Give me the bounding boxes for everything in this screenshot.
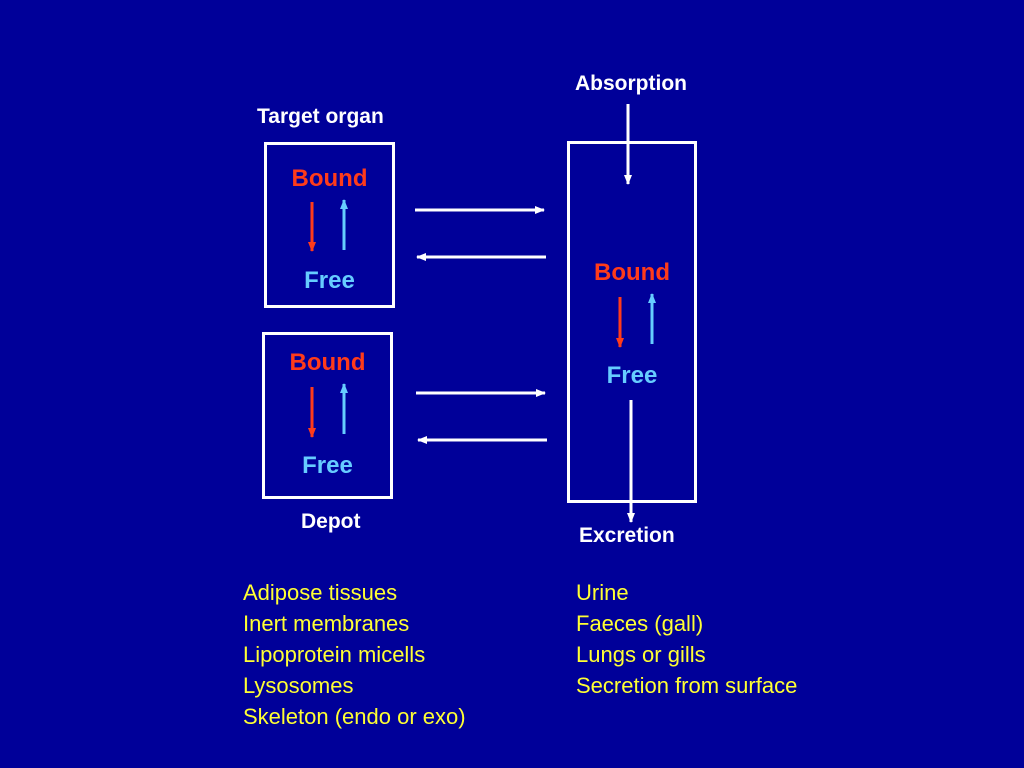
target-organ-bound-label: Bound <box>291 165 368 192</box>
depot-bound-label: Bound <box>289 349 366 376</box>
central-free-label: Free <box>606 362 658 389</box>
list-item: Urine <box>576 580 629 605</box>
depot-free-label: Free <box>302 452 353 479</box>
excretion-routes-list: Urine Faeces (gall) Lungs or gills Secre… <box>576 577 797 701</box>
absorption-label: Absorption <box>575 72 687 95</box>
central-bound-label: Bound <box>594 259 670 286</box>
target-organ-box: Bound Free <box>264 142 395 308</box>
central-compartment-box: Bound Free <box>567 141 697 503</box>
list-item: Skeleton (endo or exo) <box>243 704 466 729</box>
depot-label: Depot <box>301 510 361 533</box>
list-item: Inert membranes <box>243 611 410 636</box>
depot-types-list: Adipose tissues Inert membranes Lipoprot… <box>243 577 466 732</box>
list-item: Adipose tissues <box>243 580 398 605</box>
excretion-label: Excretion <box>579 524 675 547</box>
list-item: Lungs or gills <box>576 642 706 667</box>
list-item: Secretion from surface <box>576 673 798 698</box>
target-organ-free-label: Free <box>304 267 355 294</box>
list-item: Lysosomes <box>243 673 354 698</box>
list-item: Lipoprotein micells <box>243 642 426 667</box>
list-item: Faeces (gall) <box>576 611 704 636</box>
depot-box: Bound Free <box>262 332 393 499</box>
target-organ-label: Target organ <box>257 105 384 128</box>
